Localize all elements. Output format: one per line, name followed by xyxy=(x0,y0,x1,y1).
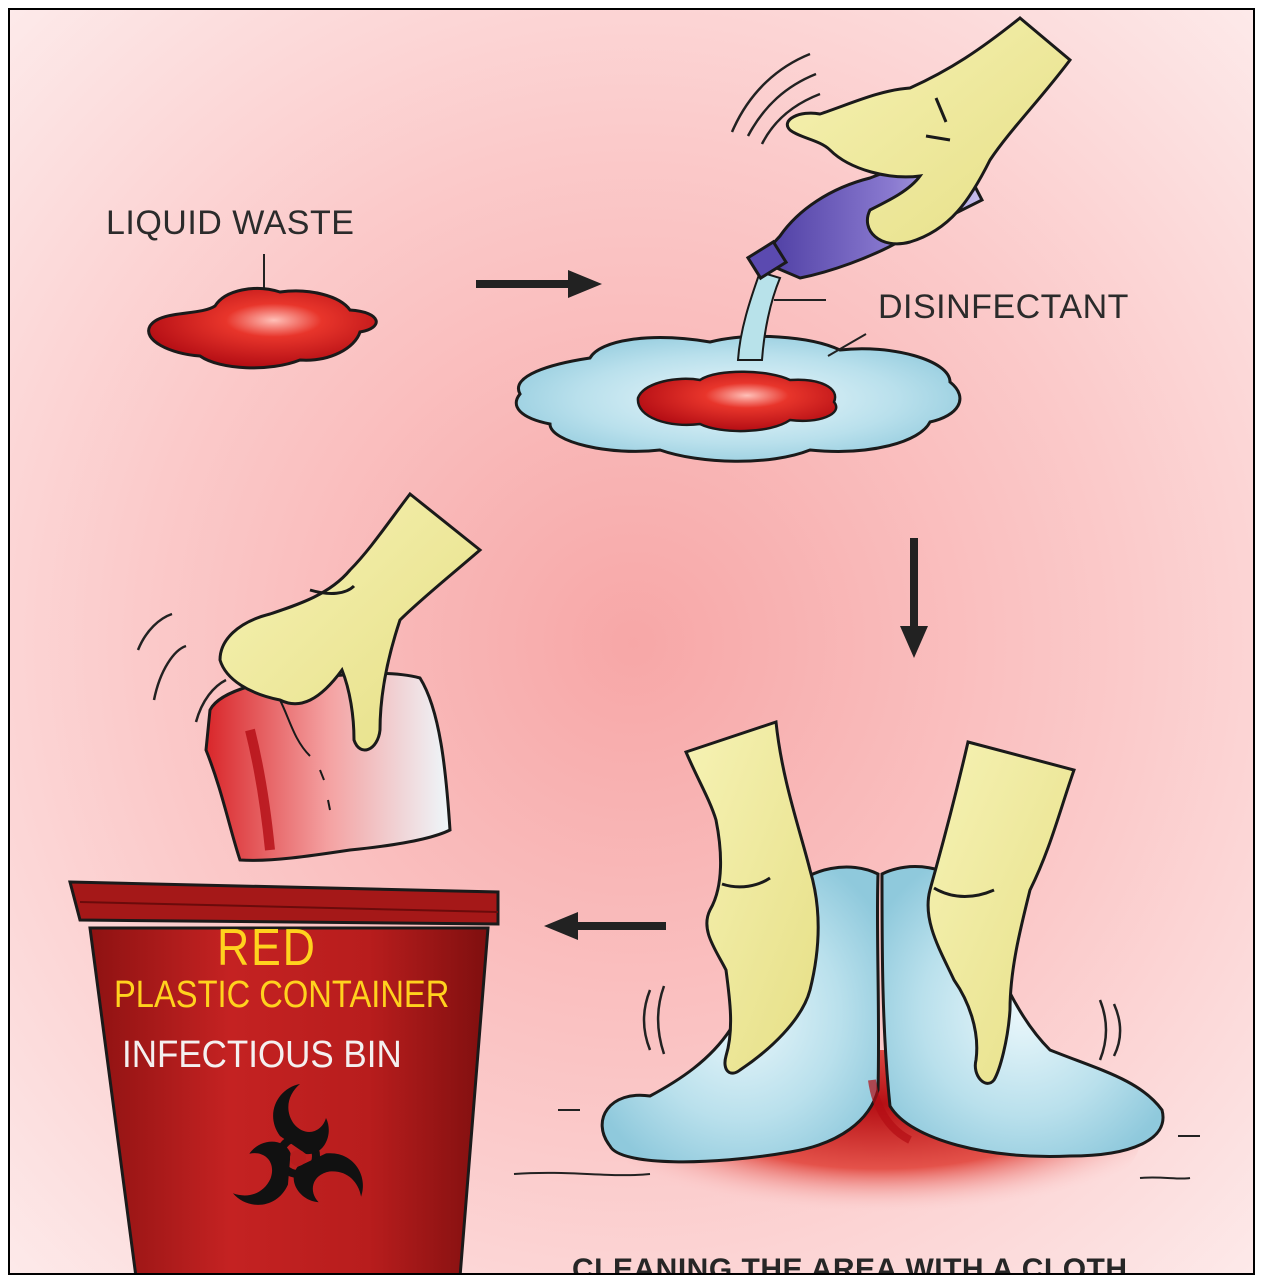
used-cloth xyxy=(206,673,450,860)
bin-subtitle: PLASTIC CONTAINER xyxy=(114,976,449,1014)
bin-title: RED xyxy=(217,922,317,974)
disinfectant-label: DISINFECTANT xyxy=(878,290,1129,324)
illustration-panel: LIQUID WASTE DISINFECTANT CLEANING THE A… xyxy=(8,8,1255,1275)
bin-type-label: INFECTIOUS BIN xyxy=(122,1036,402,1074)
cleaning-caption: CLEANING THE AREA WITH A CLOTH xyxy=(572,1255,1128,1275)
liquid-waste-label: LIQUID WASTE xyxy=(106,206,354,240)
illustration-canvas xyxy=(10,10,1255,1275)
